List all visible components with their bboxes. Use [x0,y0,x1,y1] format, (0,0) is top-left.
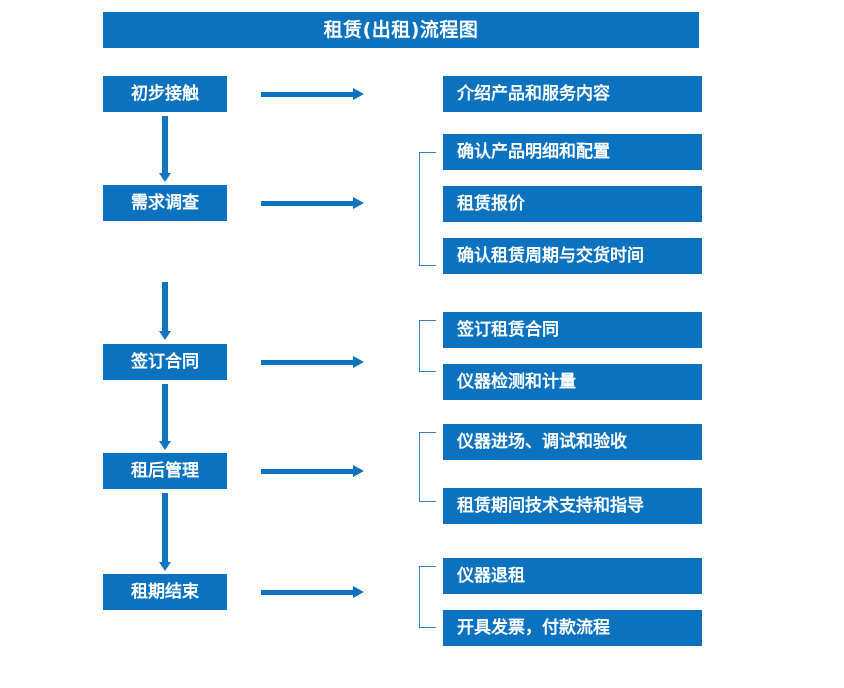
diagram-title-bar: 租赁(出租)流程图 [103,12,699,48]
stage-label: 初步接触 [131,83,199,104]
detail-box-instrument-entry-commissioning[interactable]: 仪器进场、调试和验收 [443,424,702,460]
detail-box-confirm-product-spec[interactable]: 确认产品明细和配置 [443,134,702,170]
group-bracket-sign-contract [419,320,436,372]
detail-label: 仪器进场、调试和验收 [457,431,627,452]
stage-box-needs-survey[interactable]: 需求调查 [103,185,227,221]
detail-label: 租赁期间技术支持和指导 [457,495,644,516]
stage-box-rental-end[interactable]: 租期结束 [103,574,227,610]
detail-box-rental-quotation[interactable]: 租赁报价 [443,186,702,222]
detail-label: 介绍产品和服务内容 [457,83,610,104]
detail-box-instrument-return[interactable]: 仪器退租 [443,558,702,594]
down-arrow-icon-stage1-to-stage2 [159,116,171,182]
group-bracket-needs-survey [419,152,436,266]
stage-label: 租后管理 [131,460,199,481]
detail-box-instrument-inspection[interactable]: 仪器检测和计量 [443,364,702,400]
detail-box-introduce-products[interactable]: 介绍产品和服务内容 [443,76,702,112]
down-arrow-icon-stage4-to-stage5 [159,493,171,571]
stage-label: 租期结束 [131,581,199,602]
right-arrow-icon-stage3 [261,356,364,368]
right-arrow-icon-stage5 [261,586,364,598]
stage-box-sign-contract[interactable]: 签订合同 [103,344,227,380]
detail-label: 开具发票，付款流程 [457,617,610,638]
group-bracket-post-rental-management [419,432,436,502]
detail-label: 确认租赁周期与交货时间 [457,245,644,266]
right-arrow-icon-stage1 [261,88,364,100]
detail-label: 租赁报价 [457,193,525,214]
right-arrow-icon-stage2 [261,197,364,209]
detail-box-confirm-period-delivery[interactable]: 确认租赁周期与交货时间 [443,238,702,274]
page-title: 租赁(出租)流程图 [323,18,479,41]
detail-box-sign-rental-contract[interactable]: 签订租赁合同 [443,312,702,348]
down-arrow-icon-stage3-to-stage4 [159,384,171,450]
stage-label: 需求调查 [131,192,199,213]
down-arrow-icon-stage2-to-stage3 [159,282,171,340]
detail-label: 仪器检测和计量 [457,371,576,392]
detail-label: 签订租赁合同 [457,319,559,340]
group-bracket-rental-end [419,566,436,628]
stage-box-initial-contact[interactable]: 初步接触 [103,76,227,112]
detail-box-invoice-payment[interactable]: 开具发票，付款流程 [443,610,702,646]
detail-box-technical-support[interactable]: 租赁期间技术支持和指导 [443,488,702,524]
stage-box-post-rental-management[interactable]: 租后管理 [103,453,227,489]
stage-label: 签订合同 [131,351,199,372]
detail-label: 仪器退租 [457,565,525,586]
detail-label: 确认产品明细和配置 [457,141,610,162]
right-arrow-icon-stage4 [261,465,364,477]
